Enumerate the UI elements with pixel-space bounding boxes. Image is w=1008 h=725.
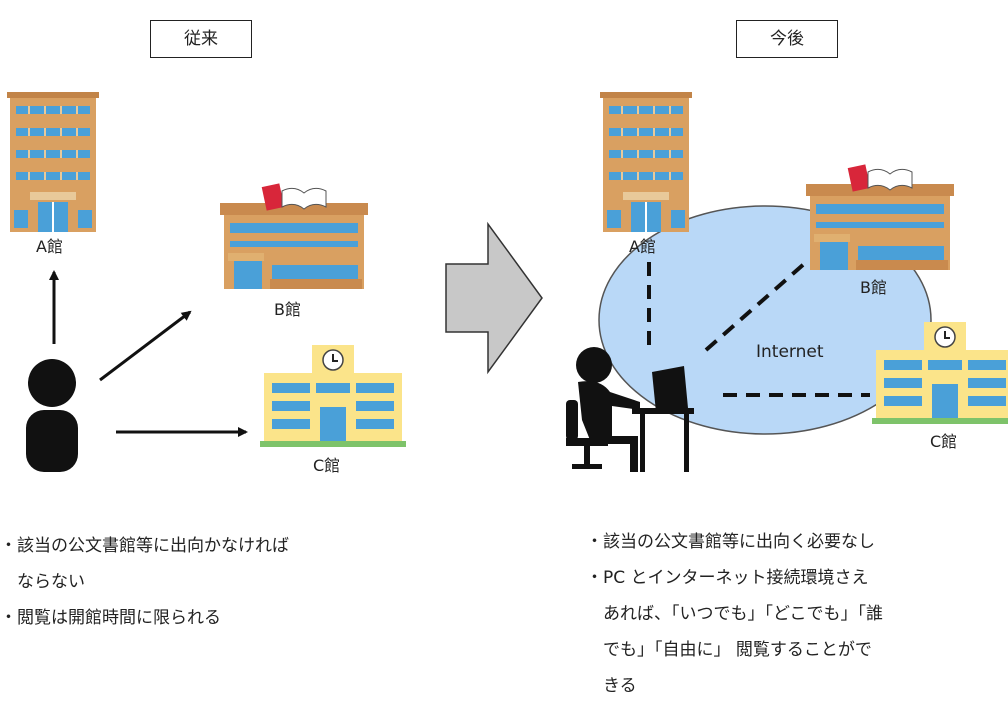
right-building-a-icon (600, 92, 692, 232)
right-label-c: C館 (930, 432, 958, 451)
right-title-box: 今後 (736, 20, 838, 58)
right-building-b-icon (805, 163, 955, 271)
left-bullet-line: ならない (0, 572, 85, 592)
right-person-at-pc-icon (566, 347, 694, 472)
left-arrows (49, 270, 248, 437)
right-bullet-line: ・PC とインターネット接続環境さえ (586, 568, 869, 588)
left-label-b: B館 (274, 300, 301, 319)
right-label-a: A館 (629, 237, 656, 256)
left-building-b-icon (219, 182, 369, 290)
transition-arrow-icon (445, 221, 543, 375)
right-label-b: B館 (860, 278, 887, 297)
left-label-c: C館 (313, 456, 341, 475)
left-person-icon (26, 359, 78, 472)
left-bullet-line: ・該当の公文書館等に出向かなければ (0, 536, 289, 556)
left-bullets: ・該当の公文書館等に出向かなければ ならない ・閲覧は開館時間に限られる (0, 528, 289, 636)
right-bullet-line: あれば、「いつでも」「どこでも」「誰 (586, 604, 883, 624)
network-lines (647, 262, 870, 397)
left-building-c-icon (259, 344, 407, 448)
right-bullets: ・該当の公文書館等に出向く必要なし ・PC とインターネット接続環境さえ あれば… (586, 524, 883, 704)
left-label-a: A館 (36, 237, 63, 256)
right-bullet-line: でも」「自由に」 閲覧することがで (586, 640, 872, 660)
left-title-box: 従来 (150, 20, 252, 58)
right-bullet-line: きる (586, 676, 637, 696)
internet-label: Internet (756, 342, 824, 362)
right-bullet-line: ・該当の公文書館等に出向く必要なし (586, 532, 875, 552)
left-bullet-line: ・閲覧は開館時間に限られる (0, 608, 221, 628)
left-building-a-icon (7, 92, 99, 232)
